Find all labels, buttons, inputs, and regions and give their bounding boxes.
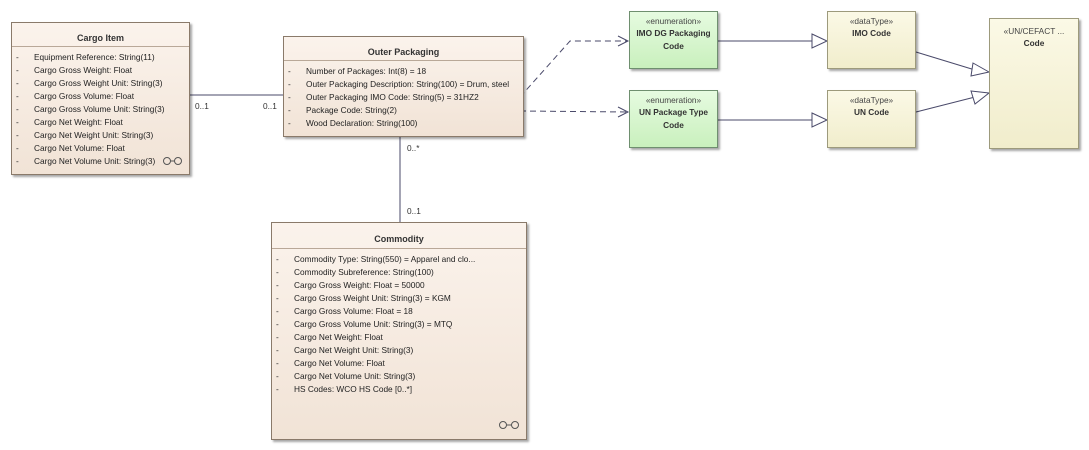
dependency-arrowhead-imo-dg — [617, 35, 630, 47]
stereotype-label: «UN/CEFACT ... — [1003, 26, 1065, 36]
attribute[interactable]: -Cargo Net Volume Unit: String(3) — [276, 371, 416, 381]
element-name: IMO Code — [852, 28, 891, 38]
link-icon[interactable] — [162, 156, 184, 166]
class-commodity[interactable]: Commodity -Commodity Type: String(550) =… — [271, 222, 527, 440]
element-name: Code — [663, 120, 684, 130]
generalize-un-code-to-cefact[interactable] — [915, 96, 976, 113]
attribute[interactable]: -Cargo Gross Volume: Float = 18 — [276, 306, 413, 316]
enum-imo-dg-packaging-code[interactable]: «enumeration» IMO DG Packaging Code — [629, 11, 718, 69]
multiplicity-label: 0..1 — [195, 101, 209, 111]
datatype-imo-code[interactable]: «dataType» IMO Code — [827, 11, 916, 69]
attribute-list: -Number of Packages: Int(8) = 18 -Outer … — [284, 61, 523, 130]
class-title: Commodity — [272, 223, 526, 249]
datatype-uncefact-code[interactable]: «UN/CEFACT ... Code — [989, 18, 1079, 149]
attribute[interactable]: -Cargo Net Weight Unit: String(3) — [16, 130, 154, 140]
dependency-arrowhead-un-pkg — [617, 106, 630, 118]
stereotype-label: «dataType» — [849, 95, 894, 105]
attribute[interactable]: -Cargo Net Weight Unit: String(3) — [276, 345, 414, 355]
multiplicity-label: 0..* — [407, 143, 420, 153]
attribute[interactable]: -Cargo Net Weight: Float — [276, 332, 383, 342]
dependency-to-imo-dg[interactable] — [519, 40, 628, 98]
triangle-imo-code — [811, 33, 829, 49]
attribute[interactable]: -Cargo Gross Volume Unit: String(3) = MT… — [276, 319, 453, 329]
element-name: IMO DG Packaging — [636, 28, 711, 38]
class-cargo-item[interactable]: Cargo Item -Equipment Reference: String(… — [11, 22, 190, 175]
attribute[interactable]: -Outer Packaging Description: String(100… — [288, 79, 510, 89]
attribute[interactable]: -Cargo Net Volume: Float — [16, 143, 125, 153]
datatype-un-code[interactable]: «dataType» UN Code — [827, 90, 916, 148]
attribute[interactable]: -Cargo Gross Weight: Float = 50000 — [276, 280, 425, 290]
stereotype-label: «enumeration» — [645, 95, 702, 105]
attribute[interactable]: -Equipment Reference: String(11) — [16, 52, 155, 62]
class-outer-packaging[interactable]: Outer Packaging -Number of Packages: Int… — [283, 36, 524, 137]
attribute[interactable]: -Commodity Type: String(550) = Apparel a… — [276, 254, 476, 264]
attribute[interactable]: -Wood Declaration: String(100) — [288, 118, 418, 128]
element-name: Code — [663, 41, 684, 51]
element-name: UN Code — [853, 107, 890, 117]
dependency-to-un-pkg[interactable] — [519, 110, 629, 113]
enum-un-package-type-code[interactable]: «enumeration» UN Package Type Code — [629, 90, 718, 148]
class-title: Outer Packaging — [284, 37, 523, 61]
link-icon[interactable] — [498, 420, 522, 430]
attribute[interactable]: -Cargo Gross Weight Unit: String(3) = KG… — [276, 293, 451, 303]
attribute-list: -Commodity Type: String(550) = Apparel a… — [272, 249, 526, 396]
attribute[interactable]: -Outer Packaging IMO Code: String(5) = 3… — [288, 92, 479, 102]
triangle-cefact-top — [970, 62, 991, 77]
attribute[interactable]: -Cargo Gross Volume Unit: String(3) — [16, 104, 165, 114]
multiplicity-label: 0..1 — [263, 101, 277, 111]
attribute[interactable]: -Number of Packages: Int(8) = 18 — [288, 66, 427, 76]
stereotype-label: «enumeration» — [645, 16, 702, 26]
element-name: Code — [1023, 38, 1045, 48]
triangle-cefact-bottom — [970, 90, 991, 105]
attribute[interactable]: -Cargo Net Volume Unit: String(3) — [16, 156, 156, 166]
multiplicity-label: 0..1 — [407, 206, 421, 216]
attribute[interactable]: -Cargo Gross Volume: Float — [16, 91, 135, 101]
element-name: UN Package Type — [638, 107, 709, 117]
attribute[interactable]: -Commodity Subreference: String(100) — [276, 267, 434, 277]
attribute[interactable]: -Cargo Gross Weight Unit: String(3) — [16, 78, 163, 88]
attribute[interactable]: -Package Code: String(2) — [288, 105, 397, 115]
attribute-list: -Equipment Reference: String(11) -Cargo … — [12, 47, 189, 168]
class-title: Cargo Item — [12, 23, 189, 47]
attribute[interactable]: -HS Codes: WCO HS Code [0..*] — [276, 384, 413, 394]
attribute[interactable]: -Cargo Net Weight: Float — [16, 117, 123, 127]
triangle-un-code — [811, 112, 829, 128]
generalize-imo-code-to-cefact[interactable] — [915, 51, 976, 71]
attribute[interactable]: -Cargo Net Volume: Float — [276, 358, 385, 368]
stereotype-label: «dataType» — [849, 16, 894, 26]
attribute[interactable]: -Cargo Gross Weight: Float — [16, 65, 133, 75]
